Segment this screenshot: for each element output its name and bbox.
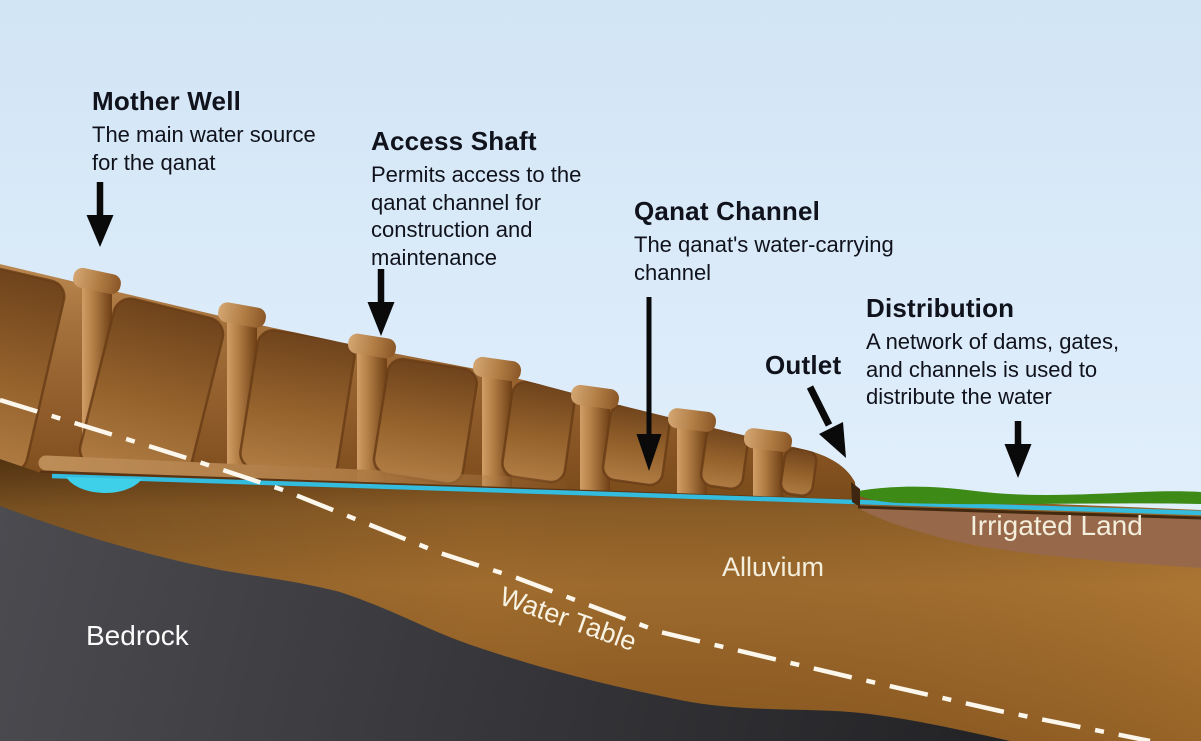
irrigated-ground-line (857, 505, 1201, 520)
shaft-collar (667, 408, 717, 432)
bedrock-label: Bedrock (86, 620, 189, 651)
distribution-callout: Distribution A network of dams, gates, a… (866, 293, 1119, 411)
distribution-arrow (1004, 421, 1032, 478)
irrigated-soil-band (856, 505, 1201, 568)
outlet-heading: Outlet (765, 350, 842, 380)
earth-panel (779, 447, 818, 497)
access-shaft-description: Permits access to the qanat channel for … (371, 162, 582, 271)
access-shaft-callout: Access Shaft Permits access to the qanat… (371, 126, 581, 272)
access-shaft-heading: Access Shaft (371, 126, 537, 156)
qanat-channel-arrow (636, 297, 662, 471)
outlet-callout: Outlet (765, 350, 841, 385)
outlet-arrow (806, 385, 846, 458)
alluvium-label: Alluvium (722, 552, 825, 582)
mother-well-heading: Mother Well (92, 86, 242, 116)
earth-panel (372, 357, 478, 485)
green-irrigated-strip (852, 486, 1201, 505)
mother-well-callout: Mother Well The main water source for th… (92, 86, 316, 176)
earth-panels (0, 264, 818, 497)
qanat-channel-description: The qanat's water-carrying channel (634, 232, 894, 285)
callout-arrows (86, 182, 1032, 478)
bedrock-layer (0, 506, 1010, 741)
earth-panel (601, 403, 671, 487)
shaft-collar (571, 384, 619, 410)
shaft-collar (743, 428, 793, 452)
mother-well-arrow (86, 182, 114, 247)
shaft-collar (473, 356, 521, 382)
irrigated-land-label: Irrigated Land (970, 510, 1143, 541)
qanat-channel-heading: Qanat Channel (634, 196, 821, 226)
mother-well-description: The main water source for the qanat (92, 122, 316, 175)
shaft-collar (73, 267, 121, 295)
outlet-face (851, 482, 860, 507)
shaft-collar (218, 302, 266, 328)
distribution-description: A network of dams, gates, and channels i… (866, 329, 1120, 410)
earth-panel (239, 329, 356, 481)
mother-well-water-pool (66, 477, 142, 493)
earth-panel (501, 380, 576, 484)
access-shaft-arrow (367, 269, 395, 336)
shaft-collars (73, 267, 793, 452)
qanat-channel-callout: Qanat Channel The qanat's water-carrying… (634, 196, 894, 286)
qanat-channel-bar (38, 455, 568, 494)
earth-panel (0, 264, 66, 473)
water-table-line (0, 397, 1151, 741)
shaft-collar (348, 333, 396, 359)
distribution-heading: Distribution (866, 293, 1015, 323)
